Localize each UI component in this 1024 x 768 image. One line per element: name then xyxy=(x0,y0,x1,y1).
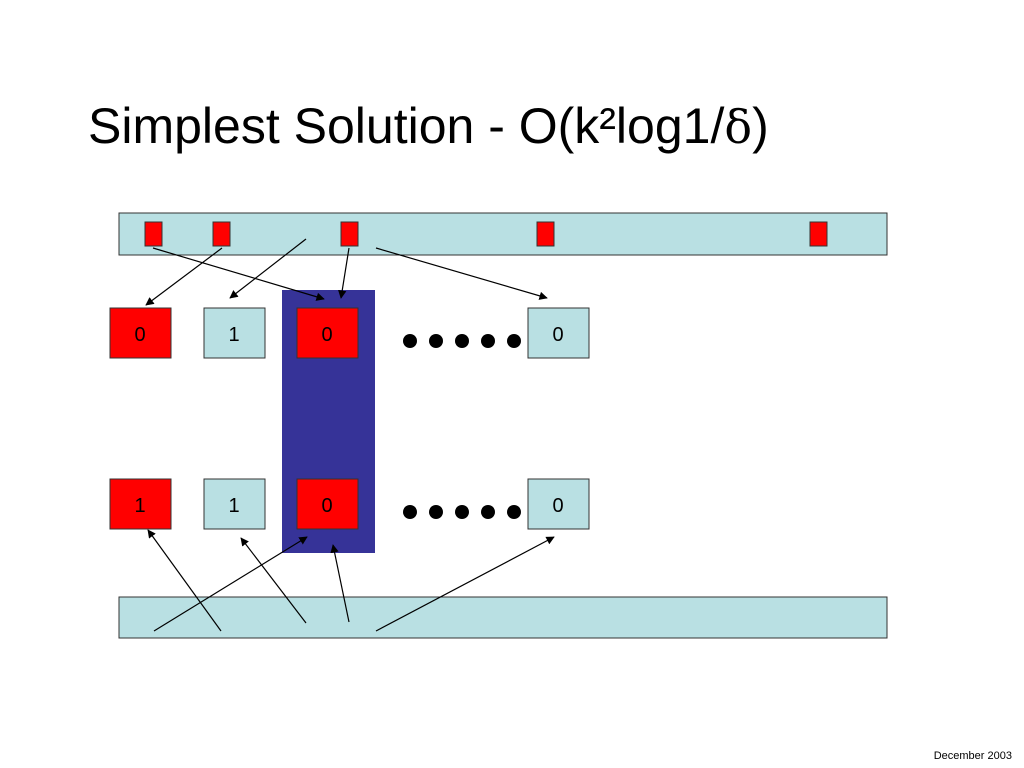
bottom-row: 1 1 0 0 xyxy=(109,478,590,530)
ellipsis-dot xyxy=(455,505,469,519)
slide-footer-date: December 2003 xyxy=(933,750,1012,762)
bottom-cell-last-value: 0 xyxy=(552,495,563,517)
ellipsis-dot xyxy=(403,334,417,348)
bottom-cell-2-value: 1 xyxy=(228,495,239,517)
ellipsis-dot xyxy=(481,334,495,348)
hash-arrow xyxy=(145,247,223,306)
top-ellipsis xyxy=(403,334,521,348)
top-strip-marker xyxy=(144,221,163,247)
ellipsis-dot xyxy=(403,505,417,519)
bottom-cell-1-value: 1 xyxy=(134,495,145,517)
top-cell-last xyxy=(527,307,590,359)
hash-arrow xyxy=(375,247,548,300)
top-row: 0 1 0 0 xyxy=(109,307,590,359)
hash-arrow xyxy=(153,536,308,632)
hash-arrow xyxy=(375,536,555,632)
bottom-cell-3 xyxy=(296,478,359,530)
top-arrows xyxy=(145,238,548,306)
top-strip-marker xyxy=(809,221,828,247)
ellipsis-dot xyxy=(507,505,521,519)
top-cell-3 xyxy=(296,307,359,359)
top-cell-1-value: 0 xyxy=(134,324,145,346)
top-cell-3-value: 0 xyxy=(321,324,332,346)
bottom-cell-2 xyxy=(203,478,266,530)
bottom-arrows xyxy=(147,529,555,632)
top-strip-marker xyxy=(212,221,231,247)
ellipsis-dot xyxy=(507,334,521,348)
hash-arrow xyxy=(240,537,307,624)
hash-arrow xyxy=(147,529,222,632)
ellipsis-dot xyxy=(455,334,469,348)
top-cell-last-value: 0 xyxy=(552,324,563,346)
ellipsis-dot xyxy=(481,505,495,519)
bottom-cell-1 xyxy=(109,478,172,530)
bottom-ellipsis xyxy=(403,505,521,519)
slide-title: Simplest Solution - O(k²log1/δ) xyxy=(88,96,769,156)
slide-title-delta: δ xyxy=(724,100,753,154)
top-cell-1 xyxy=(109,307,172,359)
hash-arrow xyxy=(338,247,350,299)
slide-title-end: ) xyxy=(752,98,769,154)
ellipsis-dot xyxy=(429,334,443,348)
hash-arrow xyxy=(152,247,325,301)
top-strip-marker xyxy=(536,221,555,247)
ellipsis-dot xyxy=(429,505,443,519)
top-cell-2 xyxy=(203,307,266,359)
top-cell-2-value: 1 xyxy=(228,324,239,346)
slide-title-main: Simplest Solution - O(k²log1/ xyxy=(88,98,725,154)
bottom-strip xyxy=(118,596,888,639)
hash-arrow xyxy=(229,238,307,299)
top-strip xyxy=(118,212,888,256)
bottom-cell-3-value: 0 xyxy=(321,495,332,517)
bottom-cell-last xyxy=(527,478,590,530)
top-strip-marker xyxy=(340,221,359,247)
hash-arrow xyxy=(330,544,350,623)
